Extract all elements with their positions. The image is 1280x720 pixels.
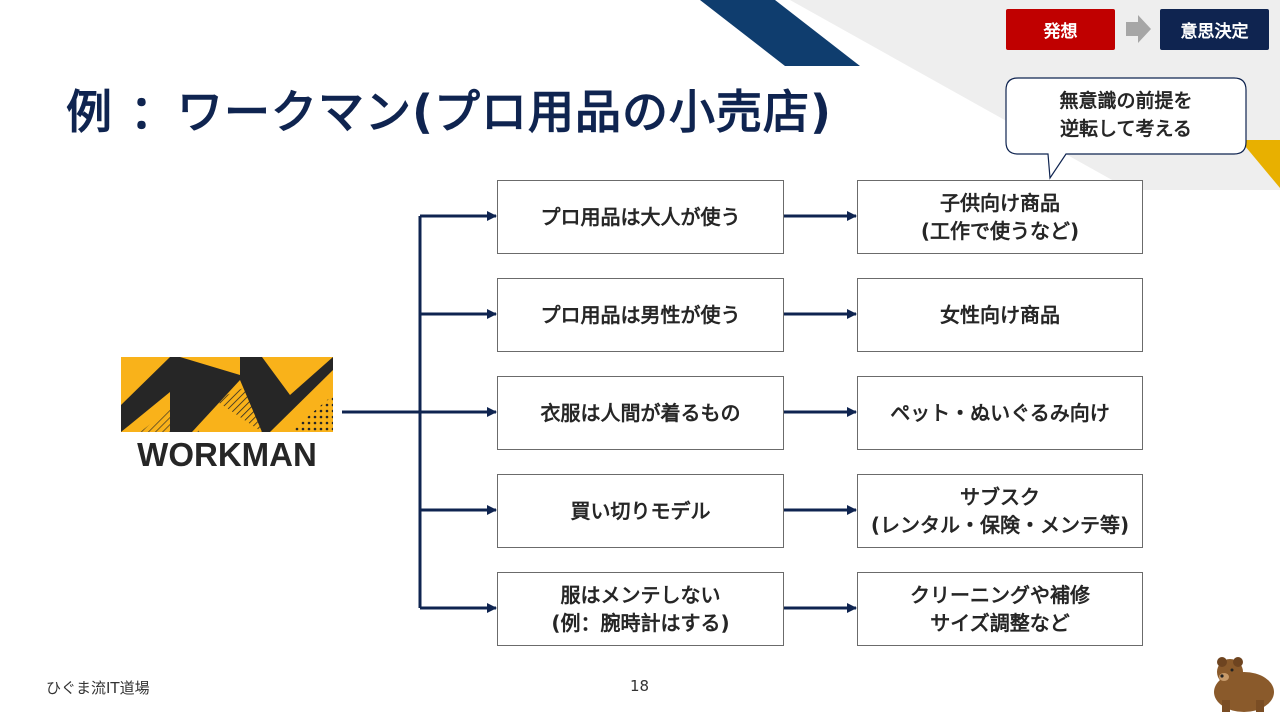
page-title: 例 ：ワークマン(プロ用品の小売店) — [66, 85, 833, 139]
flow-from-tag: 発想 — [1006, 9, 1115, 50]
assumption-box: 服はメンテしない (例：腕時計はする) — [497, 572, 784, 646]
idea-box: 女性向け商品 — [857, 278, 1143, 352]
flow-to-tag: 意思決定 — [1160, 9, 1269, 50]
flow-arrow-icon — [1126, 15, 1151, 43]
assumption-box: 買い切りモデル — [497, 474, 784, 548]
footer-brand: ひぐま流IT道場 — [46, 679, 150, 697]
assumption-box: プロ用品は大人が使う — [497, 180, 784, 254]
workman-logo-text: WORKMAN — [137, 436, 317, 473]
idea-box: ペット・ぬいぐるみ向け — [857, 376, 1143, 450]
workman-logo-icon — [121, 357, 333, 432]
bear-mascot-icon — [1214, 657, 1274, 712]
callout-bubble — [1005, 77, 1247, 180]
callout-text: 無意識の前提を 逆転して考える — [1059, 90, 1193, 140]
idea-box: 子供向け商品 (工作で使うなど) — [857, 180, 1143, 254]
assumption-box: 衣服は人間が着るもの — [497, 376, 784, 450]
deco-stripe-navy — [700, 0, 860, 66]
page-number: 18 — [630, 677, 650, 695]
idea-box: クリーニングや補修 サイズ調整など — [857, 572, 1143, 646]
deco-stripe-yellow — [1240, 140, 1280, 188]
assumption-box: プロ用品は男性が使う — [497, 278, 784, 352]
idea-box: サブスク (レンタル・保険・メンテ等) — [857, 474, 1143, 548]
